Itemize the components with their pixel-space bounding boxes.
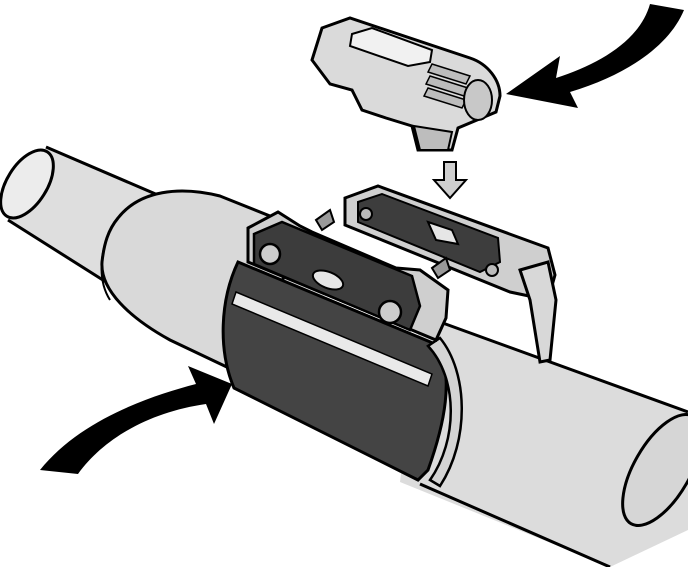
clamp-cover	[310, 16, 502, 152]
clamp-front-lip	[426, 336, 463, 488]
pipe-right-end	[621, 413, 688, 527]
clamp-slot	[311, 269, 345, 291]
pipe-right-top-edge	[439, 320, 688, 414]
clamp-body	[221, 210, 463, 488]
clamp-screw-right	[377, 299, 403, 325]
clamp-screw-left	[258, 242, 282, 266]
clamp-back-screw-left	[359, 207, 373, 221]
pipe-right-body	[400, 316, 688, 567]
clamp-cover-body	[310, 16, 502, 152]
clamp-body-back	[314, 184, 558, 364]
clamp-back-channel	[357, 192, 502, 274]
clamp-cover-rib-1	[426, 63, 472, 85]
clamp-cover-rib-3	[422, 87, 468, 109]
pipe-left-end	[0, 148, 55, 220]
clamp-back-side	[518, 260, 558, 364]
clamp-back-slot	[426, 220, 460, 246]
curved-arrow-top-right	[506, 4, 684, 108]
clamp-stripe	[231, 290, 433, 388]
insert-arrow	[431, 161, 469, 200]
clamp-cover-slot	[348, 26, 434, 68]
spike-pin-right	[430, 256, 452, 280]
pipe-right-bottom-edge	[419, 482, 611, 567]
clamp-back-screw-right	[485, 263, 499, 277]
wrap-sleeve-edge	[100, 217, 119, 301]
spike-pin-left	[314, 208, 336, 232]
clamp-cover-foot	[412, 124, 454, 151]
clamp-cover-end	[463, 79, 493, 121]
curved-arrow-bottom-left	[40, 366, 232, 474]
